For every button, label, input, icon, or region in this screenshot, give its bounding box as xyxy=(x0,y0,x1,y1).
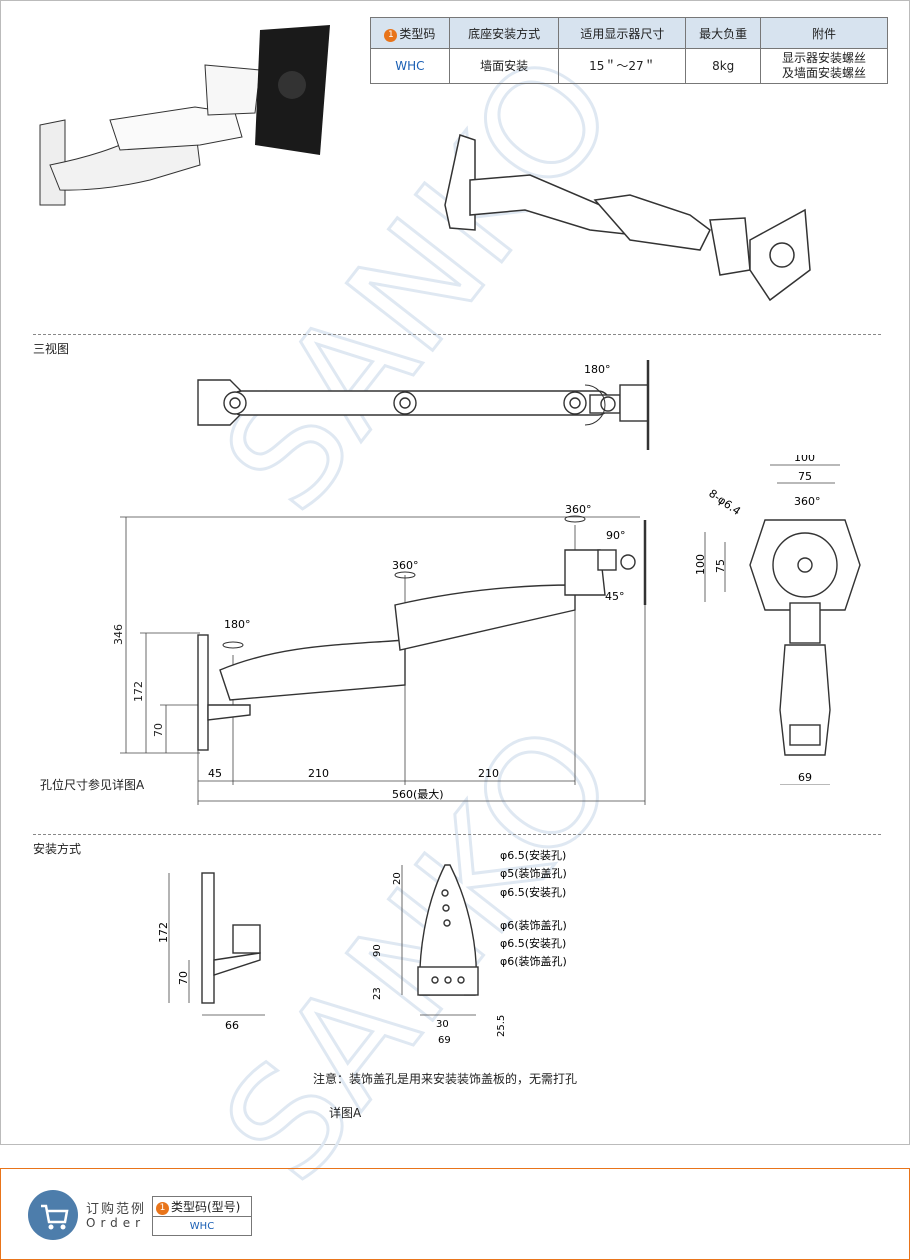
install-w66: 66 xyxy=(225,1019,239,1032)
section-install: 安装方式 xyxy=(33,842,82,856)
divider-1 xyxy=(33,334,881,335)
side-angle-90: 90° xyxy=(606,529,626,542)
dim-560: 560(最大) xyxy=(392,787,444,801)
header-mount: 底座安装方式 xyxy=(448,17,560,49)
badge-icon: 1 xyxy=(156,1202,169,1215)
front-h100: 100 xyxy=(694,554,707,575)
header-load: 最大负重 xyxy=(685,17,761,49)
cell-code: WHC xyxy=(370,48,450,84)
top-view: 180° xyxy=(197,360,650,450)
front-w69: 69 xyxy=(798,771,812,784)
cart-icon xyxy=(28,1190,78,1240)
plate-label-0: φ6.5(安装孔) xyxy=(500,848,566,862)
plate-d20: 20 xyxy=(392,872,403,885)
divider-2 xyxy=(33,834,881,835)
dim-210a: 210 xyxy=(308,767,329,780)
cell-size: 15＂～27＂ xyxy=(558,48,687,84)
detail-label: 详图A xyxy=(329,1106,362,1120)
install-h172: 172 xyxy=(157,922,170,943)
install-side: 172 70 66 xyxy=(157,872,265,1032)
plate-label-5: φ6(装饰盖孔) xyxy=(500,954,567,968)
cell-accessory: 显示器安装螺丝及墙面安装螺丝 xyxy=(759,48,889,84)
section-three-view: 三视图 xyxy=(33,342,70,356)
side-angle-45: 45° xyxy=(605,590,625,603)
plate-label-1: φ5(装饰盖孔) xyxy=(500,866,567,880)
side-angle-360a: 360° xyxy=(392,559,419,572)
cell-load: 8kg xyxy=(685,48,761,84)
dim-45: 45 xyxy=(208,767,222,780)
header-accessory: 附件 xyxy=(759,17,889,49)
plate-d30: 30 xyxy=(436,1019,449,1030)
side-angle-360b: 360° xyxy=(565,505,592,516)
order-title-cn: 订购范例 xyxy=(86,1202,147,1217)
plate-d69: 69 xyxy=(438,1035,451,1045)
header-size: 适用显示器尺寸 xyxy=(558,17,687,49)
install-h70: 70 xyxy=(177,971,190,985)
product-photo xyxy=(39,25,330,206)
hole-ref: 孔位尺寸参见详图A xyxy=(40,778,145,792)
plate-d90: 90 xyxy=(372,944,383,957)
cell-mount: 墙面安装 xyxy=(448,48,560,84)
top-view-angle: 180° xyxy=(584,363,611,376)
front-rot: 360° xyxy=(794,495,821,508)
front-view: 100 75 360° 100 75 8-φ6.4 69 xyxy=(694,455,861,785)
iso-drawing xyxy=(444,134,811,302)
dim-346: 346 xyxy=(112,624,125,645)
order-value: WHC xyxy=(152,1216,252,1236)
plate-label-4: φ6.5(安装孔) xyxy=(500,936,566,950)
table-row: WHC 墙面安装 15＂～27＂ 8kg 显示器安装螺丝及墙面安装螺丝 xyxy=(370,48,889,84)
dim-70: 70 xyxy=(152,723,165,737)
side-angle-180: 180° xyxy=(224,618,251,631)
badge-icon: 1 xyxy=(384,28,398,42)
plate-d23: 23 xyxy=(372,987,383,1000)
front-h75: 75 xyxy=(714,559,727,573)
dim-210b: 210 xyxy=(478,767,499,780)
order-title-en: Order xyxy=(86,1216,146,1230)
install-plate: 20 90 23 30 25.5 69 φ6.5(安装孔) φ5(装饰盖孔) φ… xyxy=(372,848,567,1045)
front-w75: 75 xyxy=(798,470,812,483)
install-note: 注意：装饰盖孔是用来安装装饰盖板的，无需打孔 xyxy=(313,1072,578,1086)
side-view: 346 172 70 45 210 210 560(最大) 360° 360° … xyxy=(112,505,647,805)
plate-label-2: φ6.5(安装孔) xyxy=(500,885,566,899)
plate-label-3: φ6(装饰盖孔) xyxy=(500,918,567,932)
plate-d25-5: 25.5 xyxy=(496,1015,507,1037)
front-holes: 8-φ6.4 xyxy=(706,487,743,518)
dim-172: 172 xyxy=(132,681,145,702)
front-w100: 100 xyxy=(794,455,815,464)
